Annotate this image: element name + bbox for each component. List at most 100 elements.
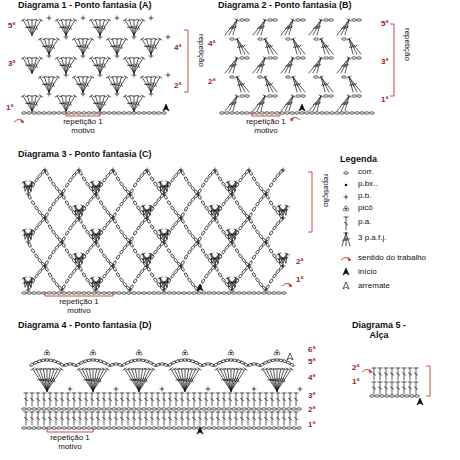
cluster-top <box>319 76 323 78</box>
chain-stitch <box>221 181 226 186</box>
double-crochet-slash <box>180 417 183 419</box>
chain-stitch <box>62 188 66 193</box>
double-crochet-slash <box>47 83 50 85</box>
double-crochet-top <box>89 19 92 21</box>
double-crochet-top <box>106 76 109 78</box>
cluster-stitch <box>228 182 235 191</box>
cluster-stitch <box>317 58 321 73</box>
cluster-stitch <box>265 39 273 54</box>
chain-stitch <box>204 225 209 230</box>
chain-stitch <box>92 427 97 429</box>
double-crochet-slash <box>48 417 51 419</box>
double-crochet-top <box>66 393 70 394</box>
cluster-stitch <box>25 278 32 287</box>
chain-stitch <box>137 292 142 294</box>
double-crochet-top <box>30 393 34 394</box>
double-crochet-slash <box>198 398 201 400</box>
double-crochet-top <box>30 412 34 413</box>
double-crochet-top <box>94 57 98 58</box>
double-crochet-top <box>42 412 46 413</box>
chain-stitch <box>102 427 107 429</box>
double-crochet-slash <box>30 102 33 104</box>
chain-stitch <box>222 408 227 410</box>
double-crochet-top <box>138 412 142 413</box>
single-crochet <box>162 387 163 391</box>
chain-stitch <box>242 427 247 429</box>
chain-stitch <box>65 183 69 188</box>
cluster-top <box>98 229 102 231</box>
chain-stitch <box>277 408 282 410</box>
chain-stitch <box>245 57 250 59</box>
chain-stitch <box>32 427 37 429</box>
cluster-stitch <box>235 278 236 287</box>
double-crochet-slash <box>30 64 33 66</box>
double-crochet-top <box>210 412 214 413</box>
chain-stitch <box>52 427 57 429</box>
cluster-stitch <box>321 77 329 92</box>
chain-stitch <box>152 292 157 294</box>
chain-stitch <box>272 273 277 278</box>
double-crochet-top <box>24 412 28 413</box>
chain-stitch <box>217 292 222 294</box>
chain-stitch <box>275 112 280 114</box>
chain-stitch <box>335 112 340 114</box>
cluster-stitch <box>25 182 32 191</box>
cluster-slash <box>322 84 325 86</box>
double-crochet-top <box>168 412 172 413</box>
chain-stitch <box>68 177 73 182</box>
chain-stitch <box>272 177 277 182</box>
chain-stitch <box>197 292 202 294</box>
cluster-stitch <box>93 182 100 191</box>
cluster-stitch <box>253 20 265 35</box>
work-direction-head <box>289 284 292 288</box>
chain-stitch <box>357 57 362 59</box>
cluster-top <box>347 76 351 78</box>
repeat-bracket <box>252 112 280 116</box>
chain-stitch <box>266 284 270 289</box>
chain-stitch <box>48 272 52 277</box>
chain-stitch <box>22 112 27 114</box>
chain-stitch <box>329 57 334 59</box>
chain-stitch <box>257 427 262 429</box>
double-crochet-slash <box>64 102 67 104</box>
cluster-slash <box>290 103 293 105</box>
double-crochet-top <box>138 393 142 394</box>
cluster-slash <box>350 46 353 48</box>
double-crochet-top <box>34 368 38 370</box>
double-crochet-slash <box>155 45 157 49</box>
double-crochet-top <box>144 393 148 394</box>
work-direction-head <box>21 120 24 124</box>
cluster-stitch <box>321 39 325 54</box>
cluster-top <box>30 181 34 183</box>
double-crochet-slash <box>216 417 219 419</box>
chain-stitch <box>152 427 157 429</box>
work-direction-arrow <box>282 284 292 287</box>
single-crochet <box>134 73 135 77</box>
cluster-stitch <box>349 39 353 54</box>
chain-stitch <box>52 408 57 410</box>
double-crochet <box>125 20 134 35</box>
chain-stitch <box>55 186 60 191</box>
double-crochet-top <box>94 19 98 20</box>
double-crochet <box>74 77 83 92</box>
double-crochet-top <box>137 95 141 96</box>
double-crochet-top <box>194 368 198 370</box>
chain-stitch <box>184 176 188 181</box>
single-crochet <box>49 92 50 96</box>
cluster-top <box>235 95 239 97</box>
double-crochet-slash <box>114 398 117 400</box>
chain-stitch <box>252 207 256 212</box>
cluster-top <box>291 95 295 97</box>
chain-stitch <box>252 176 256 181</box>
double-crochet-slash <box>81 45 84 47</box>
cluster-stitch <box>229 20 237 35</box>
chain-stitch <box>170 253 175 258</box>
chain-stitch <box>272 292 277 294</box>
double-crochet-top <box>47 39 51 40</box>
double-crochet-top <box>234 412 238 413</box>
chain-stitch <box>352 57 357 59</box>
cluster-stitch <box>82 206 83 215</box>
chain-stitch <box>123 245 128 250</box>
cluster-stitch <box>99 230 100 239</box>
chain-stitch <box>62 292 67 294</box>
